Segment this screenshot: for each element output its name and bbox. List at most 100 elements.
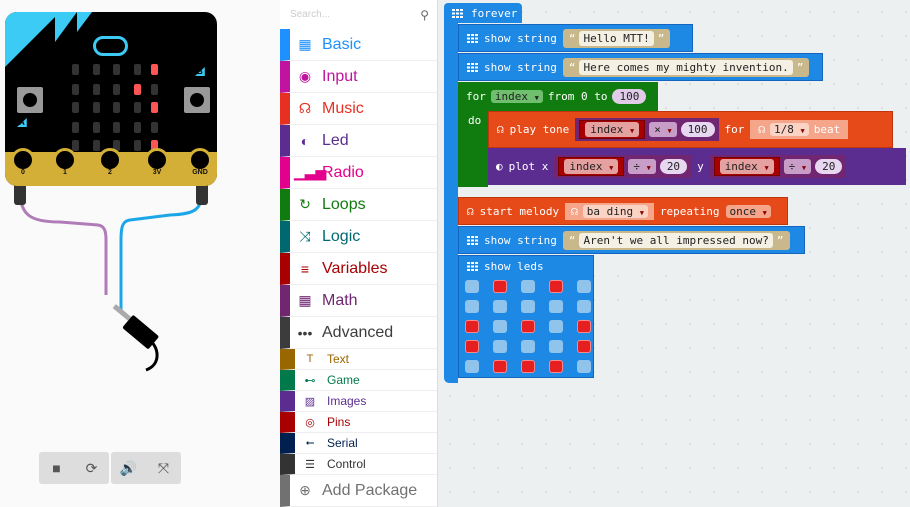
led-toggle[interactable] <box>465 360 479 373</box>
show-string-block[interactable]: show string “Hello MTT!” <box>458 24 693 52</box>
math-block[interactable]: index ▼ × ▼ 100 <box>575 118 719 141</box>
melody-dropdown[interactable]: ba ding ▼ <box>582 204 648 218</box>
number-input[interactable]: 20 <box>659 159 688 174</box>
variable-block[interactable]: index ▼ <box>713 157 780 176</box>
toolbox-category-variables[interactable]: ≡Variables <box>280 253 437 285</box>
led-toggle[interactable] <box>465 340 479 353</box>
variable-block[interactable]: index ▼ <box>558 157 625 176</box>
button-b[interactable] <box>184 87 210 113</box>
led-toggle[interactable] <box>465 300 479 313</box>
variable-block[interactable]: index ▼ <box>579 120 646 139</box>
led-toggle[interactable] <box>493 300 507 313</box>
show-leds-block[interactable]: show leds <box>458 255 594 378</box>
led-toggle[interactable] <box>577 280 591 293</box>
toolbox-category-led[interactable]: ◐Led <box>280 125 437 157</box>
led <box>72 84 79 95</box>
toolbox-category-pins[interactable]: ◎Pins <box>280 412 437 433</box>
string-input[interactable]: “Hello MTT!” <box>562 28 671 48</box>
toolbox-category-radio[interactable]: ▁▃▅Radio <box>280 157 437 189</box>
stop-button[interactable]: ■ <box>39 460 74 476</box>
led <box>72 64 79 75</box>
list-icon: ≡ <box>300 260 310 277</box>
mute-button[interactable]: 🔊 <box>111 460 146 477</box>
led-toggle[interactable] <box>521 280 535 293</box>
dropdown-arrow-icon: ▼ <box>646 164 651 172</box>
led-toggle[interactable] <box>549 280 563 293</box>
pin-pad[interactable] <box>188 148 212 172</box>
math-block[interactable]: index ▼ ÷ ▼ 20 <box>554 155 692 178</box>
led-toggle[interactable] <box>493 360 507 373</box>
led-toggle[interactable] <box>577 340 591 353</box>
toolbox-category-music[interactable]: ☊Music <box>280 93 437 125</box>
number-input[interactable]: 20 <box>815 159 843 174</box>
led-toggle[interactable] <box>577 360 591 373</box>
search-icon[interactable]: ⚲ <box>420 7 429 22</box>
toolbox-category-advanced[interactable]: •••Advanced <box>280 317 437 349</box>
led-toggle[interactable] <box>549 300 563 313</box>
led-toggle[interactable] <box>493 280 507 293</box>
string-input[interactable]: “Aren't we all impressed now?” <box>562 230 790 250</box>
toolbox-category-game[interactable]: ⊷Game <box>280 370 437 391</box>
melody-block[interactable]: ☊ba ding ▼ <box>565 202 654 220</box>
toolbox-category-logic[interactable]: ⤨Logic <box>280 221 437 253</box>
fullscreen-button[interactable]: ⤧ <box>146 460 181 477</box>
pin-pad[interactable] <box>11 148 35 172</box>
variable-dropdown[interactable]: index ▼ <box>490 90 543 103</box>
toolbox-category-math[interactable]: ▦Math <box>280 285 437 317</box>
add-package-button[interactable]: ⊕Add Package <box>280 475 437 507</box>
operator-dropdown[interactable]: × ▼ <box>649 122 677 137</box>
beat-dropdown[interactable]: 1/8 ▼ <box>770 123 809 136</box>
headphone-cable <box>145 338 159 372</box>
button-a[interactable] <box>17 87 43 113</box>
number-input[interactable]: 100 <box>680 122 715 137</box>
toolbox-category-basic[interactable]: ▦Basic <box>280 29 437 61</box>
operator-dropdown[interactable]: ÷ ▼ <box>628 159 656 174</box>
led-toggle[interactable] <box>465 320 479 333</box>
toolbox-category-control[interactable]: ☰Control <box>280 454 437 475</box>
led-toggle[interactable] <box>521 360 535 373</box>
beat-block[interactable]: ☊1/8 ▼beat <box>750 120 849 139</box>
pin-pad[interactable] <box>98 148 122 172</box>
string-value[interactable]: Here comes my mighty invention. <box>579 59 793 75</box>
play-tone-block[interactable]: ☊play tone index ▼ × ▼ 100 for ☊1/8 ▼bea… <box>488 111 893 148</box>
toolbox-category-images[interactable]: ▨Images <box>280 391 437 412</box>
math-block[interactable]: index ▼ ÷ ▼ 20 <box>709 155 847 178</box>
blocks-workspace[interactable]: forever show string “Hello MTT!” show st… <box>438 0 910 507</box>
category-label: Pins <box>327 415 351 429</box>
show-string-block[interactable]: show string “Aren't we all impressed now… <box>458 226 805 254</box>
control-group: 🔊⤧ <box>111 452 181 484</box>
led-toggle[interactable] <box>577 300 591 313</box>
led-toggle[interactable] <box>549 320 563 333</box>
string-value[interactable]: Hello MTT! <box>579 30 654 46</box>
led-toggle[interactable] <box>521 300 535 313</box>
repeat-dropdown[interactable]: once ▼ <box>725 204 771 218</box>
fullscreen-icon: ⤧ <box>157 459 170 476</box>
toolbox-category-loops[interactable]: ↻Loops <box>280 189 437 221</box>
led-toggle[interactable] <box>493 320 507 333</box>
string-value[interactable]: Aren't we all impressed now? <box>579 232 773 248</box>
plot-block[interactable]: ◐plot x index ▼ ÷ ▼ 20 y index ▼ ÷ ▼ 20 <box>488 148 906 185</box>
operator-dropdown[interactable]: ÷ ▼ <box>783 159 812 174</box>
string-input[interactable]: “Here comes my mighty invention.” <box>562 57 810 77</box>
search-input[interactable]: Search... ⚲ <box>280 0 437 29</box>
toggle-icon: ◐ <box>300 132 310 149</box>
led-toggle[interactable] <box>521 340 535 353</box>
led-toggle[interactable] <box>465 280 479 293</box>
number-input[interactable]: 100 <box>612 89 647 104</box>
led-toggle[interactable] <box>549 340 563 353</box>
category-label: Add Package <box>322 481 418 499</box>
led-toggle[interactable] <box>521 320 535 333</box>
led-toggle[interactable] <box>577 320 591 333</box>
show-string-block[interactable]: show string “Here comes my mighty invent… <box>458 53 823 81</box>
led-toggle[interactable] <box>549 360 563 373</box>
toolbox-category-serial[interactable]: ⭠Serial <box>280 433 437 454</box>
pin-label: 1 <box>63 169 67 176</box>
pin-pad[interactable] <box>145 148 169 172</box>
pin-pad[interactable] <box>53 148 77 172</box>
restart-button[interactable]: ⟳ <box>74 460 109 477</box>
led-toggle[interactable] <box>493 340 507 353</box>
toolbox-category-input[interactable]: ◉Input <box>280 61 437 93</box>
forever-block[interactable]: forever <box>444 3 522 23</box>
start-melody-block[interactable]: ☊start melody ☊ba ding ▼ repeating once … <box>458 197 788 225</box>
